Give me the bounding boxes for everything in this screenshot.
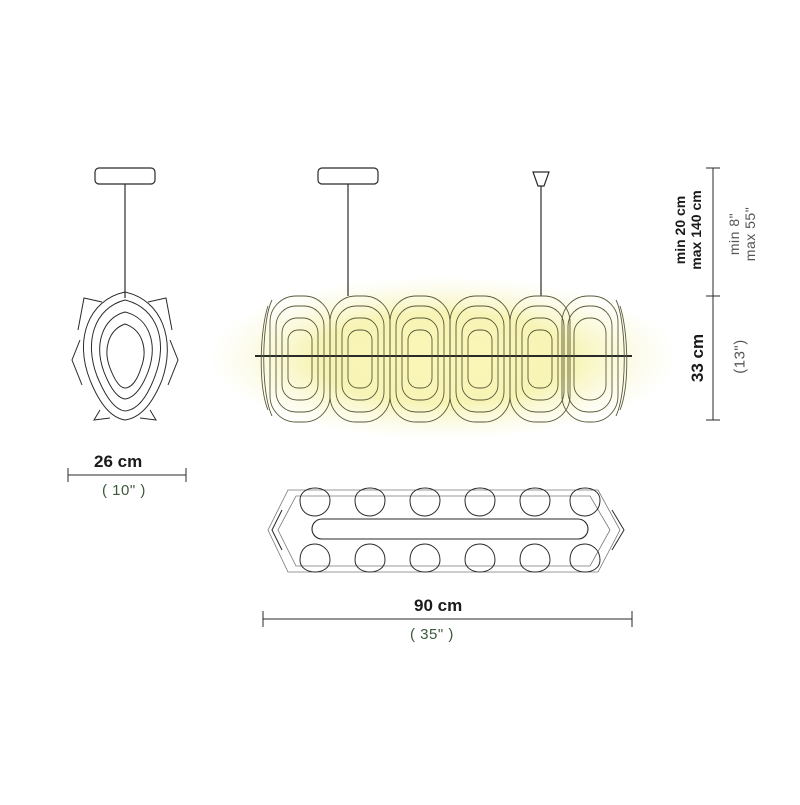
front-cable-cone (532, 171, 550, 187)
width-large-metric-label: 90 cm (414, 596, 463, 615)
top-view (267, 487, 625, 573)
width-small-imperial-label: ( 10" ) (102, 482, 146, 499)
light-glow (208, 276, 678, 440)
top-view-spine (311, 518, 589, 540)
cable-imperial-max-label: max 55" (742, 206, 758, 262)
cable-imperial-min-label: min 8" (726, 212, 742, 256)
top-view-arcs-lower (299, 543, 601, 573)
width-large-imperial-label: ( 35" ) (410, 626, 454, 643)
side-shade (71, 291, 179, 421)
top-view-arcs-upper (299, 487, 601, 517)
front-canopy (317, 167, 379, 185)
height-body-imperial-label: (13") (731, 339, 749, 374)
width-dimension-small (67, 468, 187, 482)
height-body-metric-label: 33 cm (688, 333, 707, 383)
side-view (71, 167, 179, 421)
front-view (255, 167, 632, 423)
side-canopy (94, 167, 156, 185)
cable-metric-min-label: min 20 cm (672, 195, 688, 265)
cable-metric-max-label: max 140 cm (688, 190, 704, 270)
height-dimension-line (706, 167, 720, 421)
width-small-metric-label: 26 cm (94, 452, 143, 471)
width-dimension-large (262, 611, 633, 627)
front-panels (260, 295, 628, 423)
